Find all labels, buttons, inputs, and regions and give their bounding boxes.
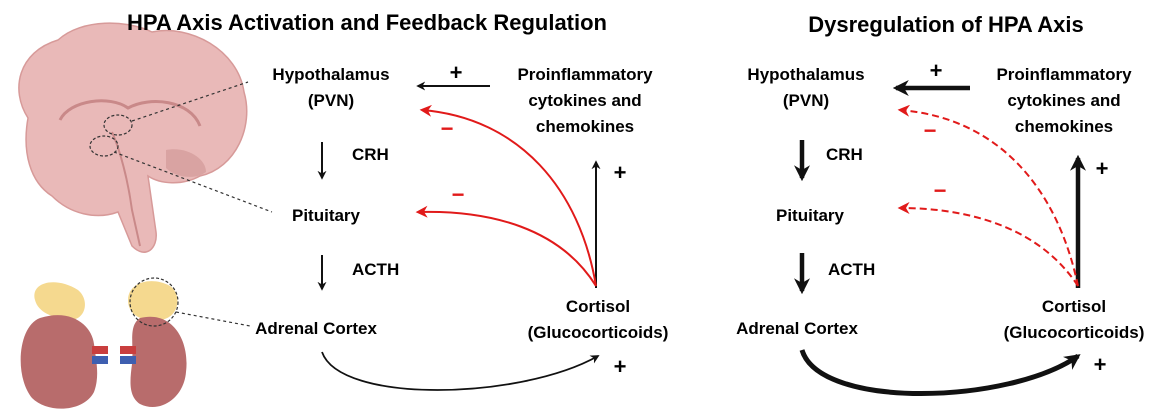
- panel1-plus-sign-adrenal: +: [614, 354, 627, 379]
- panel1-hypothalamus-sublabel: (PVN): [308, 91, 354, 110]
- panel1-minus-sign-pituitary: −: [452, 182, 465, 207]
- panel2-cytokines-line3: chemokines: [1015, 117, 1113, 136]
- panel2-cortisol-to-pituitary-feedback: [897, 202, 1079, 287]
- panel1-plus-sign-cytokines: +: [450, 60, 463, 85]
- panel2-title: Dysregulation of HPA Axis: [808, 12, 1083, 37]
- panel2-minus-sign-pituitary: −: [934, 178, 947, 203]
- panel2-adrenal-to-cortisol-arrow: [799, 349, 1081, 396]
- panel1-cortisol-to-pituitary-feedback: [415, 205, 597, 287]
- panel1-cytokines-line3: chemokines: [536, 117, 634, 136]
- panel2-plus-sign-cortisol: +: [1096, 156, 1109, 181]
- panel1-cytokines-line2: cytokines and: [528, 91, 641, 110]
- panel1-title: HPA Axis Activation and Feedback Regulat…: [127, 10, 607, 35]
- panel1-acth-label: ACTH: [352, 260, 399, 279]
- panel1-adrenal-to-cortisol-arrow: [321, 351, 600, 391]
- panel2-adrenal-label: Adrenal Cortex: [736, 319, 858, 338]
- panel1-cytokines-line1: Proinflammatory: [517, 65, 653, 84]
- panel1-pituitary-label: Pituitary: [292, 206, 361, 225]
- panel1-plus-sign-cortisol: +: [614, 160, 627, 185]
- panel2-cytokines-line2: cytokines and: [1007, 91, 1120, 110]
- panel2-cytokines-line1: Proinflammatory: [996, 65, 1132, 84]
- panel2-cortisol-sublabel: (Glucocorticoids): [1004, 323, 1145, 342]
- panel2-cortisol-to-hypothalamus-feedback: [897, 104, 1079, 287]
- panel2-plus-sign-adrenal: +: [1094, 352, 1107, 377]
- brain-illustration: [18, 22, 273, 253]
- panel1-cortisol-sublabel: (Glucocorticoids): [528, 323, 669, 342]
- panel2-cortisol-label: Cortisol: [1042, 297, 1106, 316]
- panel2-acth-label: ACTH: [828, 260, 875, 279]
- panel1-hypothalamus-label: Hypothalamus: [272, 65, 389, 84]
- panel2-minus-sign-hypothalamus: −: [924, 118, 937, 143]
- panel1-adrenal-label: Adrenal Cortex: [255, 319, 377, 338]
- panel2-pituitary-label: Pituitary: [776, 206, 845, 225]
- panel2-crh-label: CRH: [826, 145, 863, 164]
- panel2-plus-sign-cytokines: +: [930, 58, 943, 83]
- adrenal-kidney-illustration: [20, 277, 251, 409]
- panel1-cortisol-to-hypothalamus-feedback: [419, 104, 597, 287]
- panel2-hypothalamus-label: Hypothalamus: [747, 65, 864, 84]
- panel1-minus-sign-hypothalamus: −: [441, 116, 454, 141]
- panel1-crh-label: CRH: [352, 145, 389, 164]
- panel1-cortisol-label: Cortisol: [566, 297, 630, 316]
- panel2-hypothalamus-sublabel: (PVN): [783, 91, 829, 110]
